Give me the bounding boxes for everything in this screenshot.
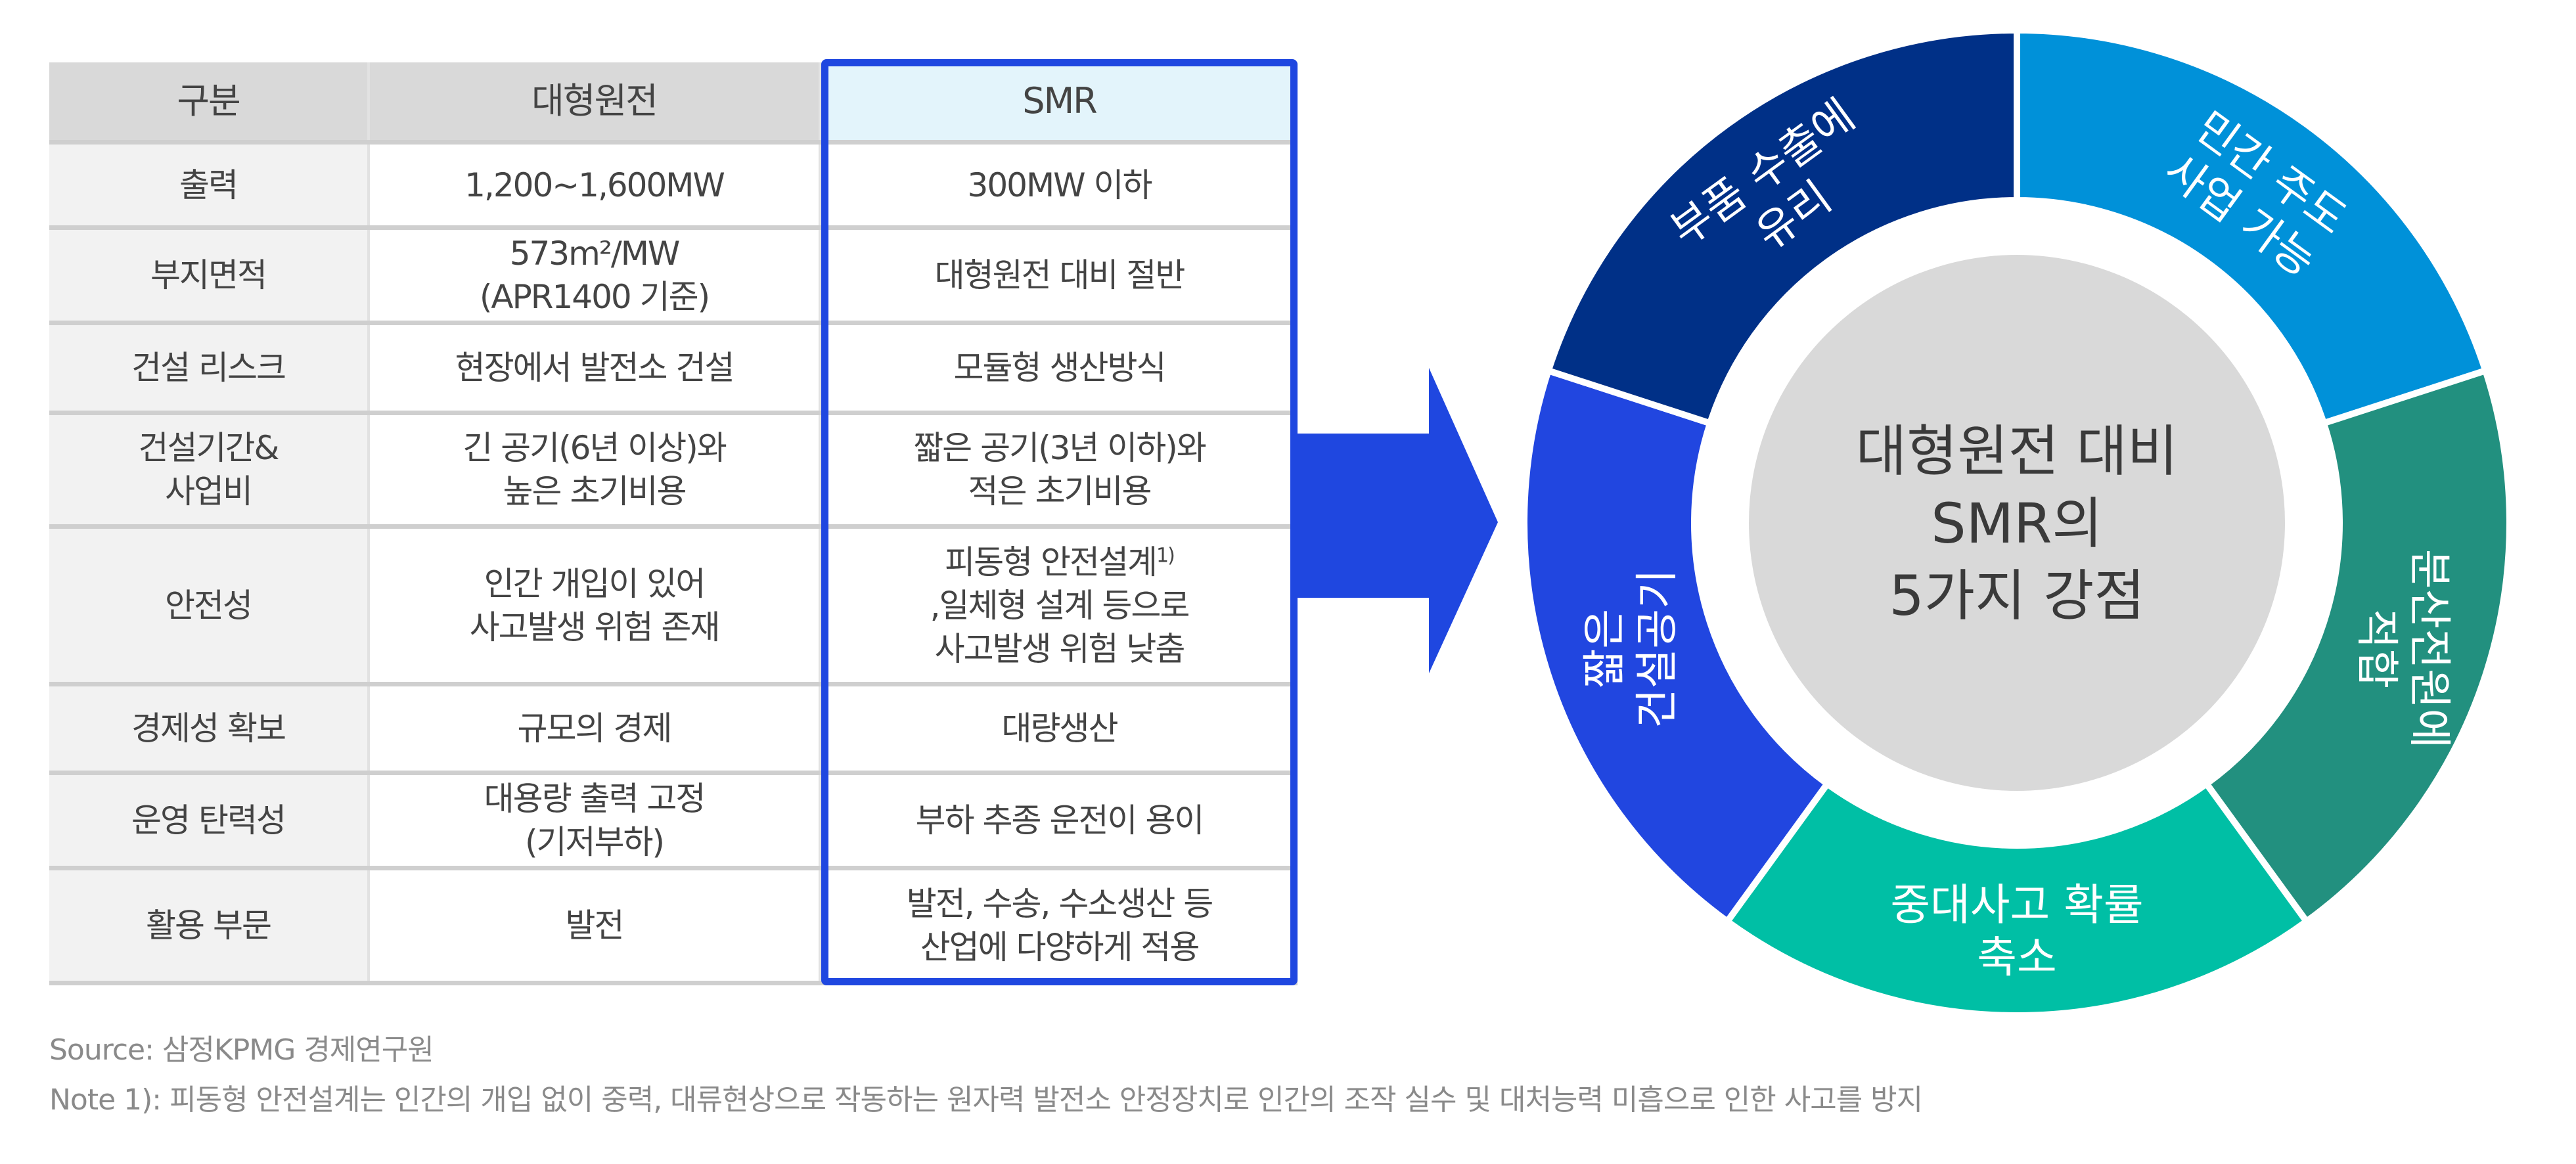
row-smr: 피동형 안전설계1) ,일체형 설계 등으로 사고발생 위험 낮춤 (821, 529, 1298, 682)
segment-label-line: 분산전원에 (2405, 549, 2455, 749)
donut-segment (1544, 26, 2020, 428)
row-category: 건설 리스크 (49, 325, 370, 411)
row-large: 인간 개입이 있어 사고발생 위험 존재 (370, 529, 821, 682)
table-row: 안전성 인간 개입이 있어 사고발생 위험 존재 피동형 안전설계1) ,일체형… (49, 529, 1298, 686)
row-category: 활용 부문 (49, 870, 370, 981)
right-arrow-icon (1298, 368, 1498, 673)
source-text: Source: 삼정KPMG 경제연구원 (49, 1033, 434, 1067)
segment-label-line: 중대사고 확률 (1890, 880, 2143, 930)
row-smr: 모듈형 생산방식 (821, 325, 1298, 411)
center-title-line: 5가지 강점 (1889, 564, 2144, 628)
center-title-line: SMR의 (1931, 491, 2102, 556)
table-row: 부지면적 573m²/MW (APR1400 기준) 대형원전 대비 절반 (49, 230, 1298, 325)
row-category: 건설기간& 사업비 (49, 415, 370, 524)
row-category: 안전성 (49, 529, 370, 682)
header-smr: SMR (821, 62, 1298, 140)
center-circle (1749, 255, 2285, 791)
row-large: 발전 (370, 870, 821, 981)
row-smr: 부하 추종 운전이 용이 (821, 775, 1298, 866)
table-row: 경제성 확보 규모의 경제 대량생산 (49, 686, 1298, 775)
row-large: 긴 공기(6년 이상)와 높은 초기비용 (370, 415, 821, 524)
row-category: 경제성 확보 (49, 686, 370, 771)
donut-segment (2014, 26, 2490, 428)
segment-label-line: 건설공기 (1631, 569, 1682, 728)
row-large: 대용량 출력 고정 (기저부하) (370, 775, 821, 866)
donut-segment (2202, 366, 2513, 926)
table-row: 출력 1,200~1,600MW 300MW 이하 (49, 145, 1298, 230)
header-large-plant: 대형원전 (370, 62, 821, 140)
row-large: 1,200~1,600MW (370, 145, 821, 225)
center-title-line: 대형원전 대비 (1856, 419, 2178, 483)
footnote-marker: 1) (1156, 543, 1175, 567)
donut-segment (1723, 779, 2311, 1019)
row-smr: 300MW 이하 (821, 145, 1298, 225)
table-row: 운영 탄력성 대용량 출력 고정 (기저부하) 부하 추종 운전이 용이 (49, 775, 1298, 870)
table-row: 활용 부문 발전 발전, 수송, 수소생산 등 산업에 다양하게 적용 (49, 870, 1298, 985)
row-smr: 발전, 수송, 수소생산 등 산업에 다양하게 적용 (821, 870, 1298, 981)
segment-label-line: 적합 (2352, 609, 2403, 688)
row-category: 출력 (49, 145, 370, 225)
row-category: 운영 탄력성 (49, 775, 370, 866)
row-large: 573m²/MW (APR1400 기준) (370, 230, 821, 321)
table-row: 건설기간& 사업비 긴 공기(6년 이상)와 높은 초기비용 짧은 공기(3년 … (49, 415, 1298, 529)
segment-label-line: 축소 (1977, 932, 2056, 983)
header-category: 구분 (49, 62, 370, 140)
row-smr: 대량생산 (821, 686, 1298, 771)
row-large: 현장에서 발전소 건설 (370, 325, 821, 411)
row-smr: 짧은 공기(3년 이하)와 적은 초기비용 (821, 415, 1298, 524)
comparison-table: 구분 대형원전 SMR 출력 1,200~1,600MW 300MW 이하 부지… (49, 62, 1298, 985)
row-smr: 대형원전 대비 절반 (821, 230, 1298, 321)
segment-label-line: 짧은 (1579, 609, 1629, 688)
donut-segment (1521, 366, 1832, 926)
footnote-text: Note 1): 피동형 안전설계는 인간의 개입 없이 중력, 대류현상으로 … (49, 1083, 1923, 1117)
row-category: 부지면적 (49, 230, 370, 321)
row-smr-rest: ,일체형 설계 등으로 사고발생 위험 낮춤 (930, 586, 1190, 668)
table-header: 구분 대형원전 SMR (49, 62, 1298, 145)
row-large: 규모의 경제 (370, 686, 821, 771)
table-row: 건설 리스크 현장에서 발전소 건설 모듈형 생산방식 (49, 325, 1298, 415)
row-smr-line1: 피동형 안전설계1) (945, 543, 1175, 581)
arrow-shape (1298, 368, 1498, 673)
